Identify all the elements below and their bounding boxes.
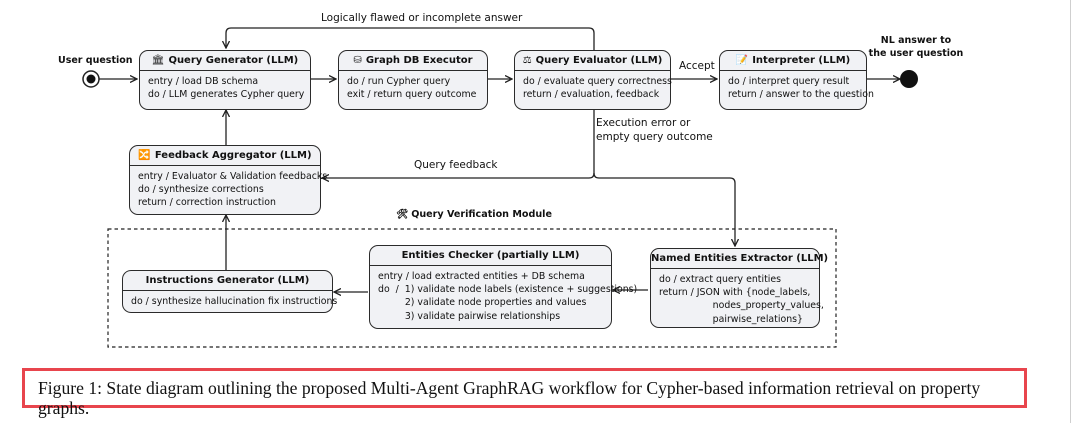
- page-edge: [1070, 0, 1071, 423]
- state-title: 🏛Query Generator (LLM): [140, 51, 310, 71]
- state-body: do / extract query entities return / JSO…: [659, 274, 824, 325]
- query-verification-module-frame: [107, 228, 837, 348]
- label-execution-error: Execution error or empty query outcome: [596, 117, 713, 143]
- arrow-logically-flawed: [226, 27, 595, 50]
- caption-highlight-box: [22, 368, 1027, 408]
- state-body: entry / Evaluator & Validation feedbacks…: [138, 171, 328, 209]
- state-body: do / synthesize hallucination fix instru…: [131, 296, 338, 307]
- label-accept: Accept: [679, 60, 715, 72]
- state-query-evaluator: ⚖Query Evaluator (LLM) do / evaluate que…: [514, 50, 672, 110]
- state-body: do / evaluate query correctness return /…: [523, 76, 672, 101]
- state-graph-db-executor: ⛁Graph DB Executor do / run Cypher query…: [338, 50, 488, 110]
- state-body: entry / load DB schema do / LLM generate…: [148, 76, 305, 101]
- state-feedback-aggregator: 🔀Feedback Aggregator (LLM) entry / Evalu…: [129, 145, 328, 215]
- arrow-execution-error: [593, 172, 735, 246]
- label-query-verification-module: 🛠Query Verification Module: [396, 209, 552, 220]
- label-logically-flawed: Logically flawed or incomplete answer: [321, 12, 523, 24]
- state-query-generator: 🏛Query Generator (LLM) entry / load DB s…: [139, 50, 311, 110]
- final-state: [900, 70, 918, 88]
- state-entities-checker: Entities Checker (partially LLM) entry /…: [369, 245, 638, 329]
- state-title: ⛁Graph DB Executor: [339, 51, 487, 71]
- memo-icon: 📝: [735, 55, 749, 66]
- state-title: Entities Checker (partially LLM): [370, 246, 611, 266]
- state-title: Instructions Generator (LLM): [123, 271, 332, 291]
- state-title: Named Entities Extractor (LLM): [651, 249, 828, 269]
- label-query-feedback: Query feedback: [414, 159, 498, 171]
- state-title: ⚖Query Evaluator (LLM): [515, 51, 670, 71]
- bank-icon: 🏛: [151, 55, 165, 66]
- label-user-question: User question: [58, 55, 133, 66]
- label-nl-answer: NL answer to the user question: [868, 35, 964, 59]
- state-body: do / run Cypher query exit / return quer…: [347, 76, 477, 101]
- state-instructions-generator: Instructions Generator (LLM) do / synthe…: [122, 270, 338, 313]
- state-body: do / interpret query result return / ans…: [728, 76, 874, 101]
- state-title: 📝Interpreter (LLM): [720, 51, 866, 71]
- scales-icon: ⚖: [522, 55, 532, 66]
- figure-caption: Figure 1: State diagram outlining the pr…: [38, 378, 981, 418]
- shuffle-icon: 🔀: [138, 150, 151, 161]
- database-icon: ⛁: [353, 55, 362, 66]
- state-title: 🔀Feedback Aggregator (LLM): [130, 146, 320, 166]
- state-named-entities-extractor: Named Entities Extractor (LLM) do / extr…: [650, 248, 828, 328]
- tools-icon: 🛠: [396, 209, 409, 220]
- state-interpreter: 📝Interpreter (LLM) do / interpret query …: [719, 50, 874, 110]
- state-body: entry / load extracted entities + DB sch…: [378, 271, 638, 322]
